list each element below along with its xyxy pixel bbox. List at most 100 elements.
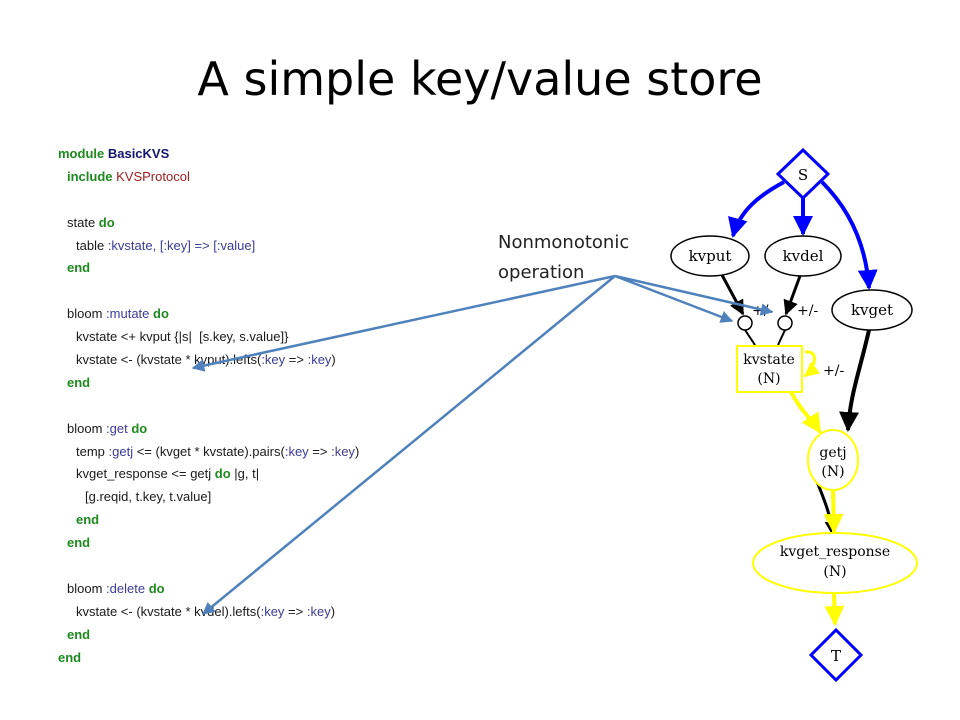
code-token: :delete [106,580,149,596]
node-kvput-label: kvput [689,247,732,265]
code-token: :key [261,352,286,368]
node-kvget: kvget [831,289,913,331]
edge-label-kvget: +/- [823,363,844,379]
annotation-line-1: Nonmonotonic [498,232,630,253]
edge-response-t [824,593,845,626]
code-line: module BasicKVS [58,143,558,166]
code-token: end [58,649,82,665]
code-token: => [308,443,332,459]
code-line: end [58,509,558,532]
annotation-arrow-to-delete [202,275,616,615]
edge-label-kvdel: +/- [797,303,818,319]
code-token: end [67,626,91,642]
node-t-label: T [831,647,841,665]
code-line: bloom :delete do [58,578,558,601]
code-token: :kvstate, [:key] => [:value] [107,237,256,253]
node-s-label: S [798,166,808,184]
node-t: T [808,627,864,683]
node-kvget-label: kvget [851,301,893,319]
annotation-arrow-to-negation-2 [614,274,774,316]
code-line: end [58,624,558,647]
code-line: end [58,257,558,280]
node-kvdel-label: kvdel [783,247,824,265]
annotation-line-2: operation [498,262,585,283]
code-token: table [76,237,108,253]
code-token: |g, t| [230,466,260,482]
code-token: => [285,352,308,368]
code-token: end [67,535,91,551]
code-token: :key [306,603,331,619]
node-kvget-response-label-2: (N) [823,564,846,580]
edge-s-kvput [728,180,785,238]
node-kvstate: kvstate (N) [736,345,803,393]
code-token: kvget_response <= getj [76,466,215,482]
code-line: temp :getj <= (kvget * kvstate).pairs(:k… [58,441,558,464]
code-line: bloom :mutate do [58,303,558,326]
code-token: do [98,214,115,230]
code-token: do [153,306,169,322]
edge-kvput-kvstate [720,274,745,316]
code-line: include KVSProtocol [58,166,558,189]
code-token: end [67,374,91,390]
code-token: bloom [67,420,107,436]
code-line: kvget_response <= getj do |g, t| [58,463,558,486]
code-token: <= (kvget * kvstate).pairs( [133,443,285,459]
code-line: kvstate <+ kvput {|s| [s.key, s.value]} [58,326,558,349]
code-token: [g.reqid, t.key, t.value] [85,489,212,505]
code-token: :getj [108,443,134,459]
node-getj-label-2: (N) [821,464,844,480]
code-token: ) [354,443,360,459]
code-line: end [58,532,558,555]
code-token: :key [260,603,285,619]
code-token: => [284,603,307,619]
code-line: state do [58,212,558,235]
code-token: :key [307,352,332,368]
node-kvdel: kvdel [764,235,842,277]
node-kvget-response-label-1: kvget_response [780,544,890,560]
code-token: do [214,466,231,482]
code-token: state [67,214,99,230]
code-token: :key [331,443,355,459]
code-line: end [58,647,558,670]
code-token: do [131,420,148,436]
code-token: include [67,168,117,184]
code-line: bloom :get do [58,418,558,441]
node-kvget-response: kvget_response (N) [752,532,918,594]
annotation-arrow-to-mutate [191,274,616,372]
code-token: bloom [67,306,107,322]
edge-kvstate-stub-2 [777,329,786,346]
code-token: end [76,512,100,528]
node-kvstate-label-1: kvstate [743,352,794,368]
code-token: :key [284,443,309,459]
node-s: S [775,147,831,201]
node-getj: getj (N) [807,429,859,491]
edge-kvstate-stub-1 [744,329,756,346]
annotation-label: Nonmonotonic operation [498,228,629,288]
edge-kvstate-selfloop [803,350,821,378]
code-token: :mutate [106,306,153,322]
code-token: ) [330,603,336,619]
code-token: ) [331,352,336,368]
code-token: module [58,146,108,161]
code-token: do [148,580,165,596]
edge-kvdel-kvstate [783,275,802,316]
code-line: end [58,372,558,395]
code-token: :get [106,420,132,436]
node-getj-label-1: getj [819,445,846,461]
code-line: [g.reqid, t.key, t.value] [58,486,558,509]
edge-s-kvget [820,180,878,290]
node-kvstate-label-2: (N) [757,371,780,387]
code-token: bloom [67,580,107,596]
edge-kvget-getj [839,329,871,432]
negation-circle-kvput [737,315,753,331]
slide-title: A simple key/value store [197,52,763,106]
code-token: temp [76,443,109,459]
edge-kvstate-getj [788,389,822,434]
node-kvput: kvput [670,235,750,277]
edge-getj-response-y [823,489,844,534]
annotation-arrow-to-negation-1 [614,274,734,323]
code-token: kvstate <+ kvput {|s| [s.key, s.value]} [76,329,289,345]
code-token: BasicKVS [107,146,170,161]
